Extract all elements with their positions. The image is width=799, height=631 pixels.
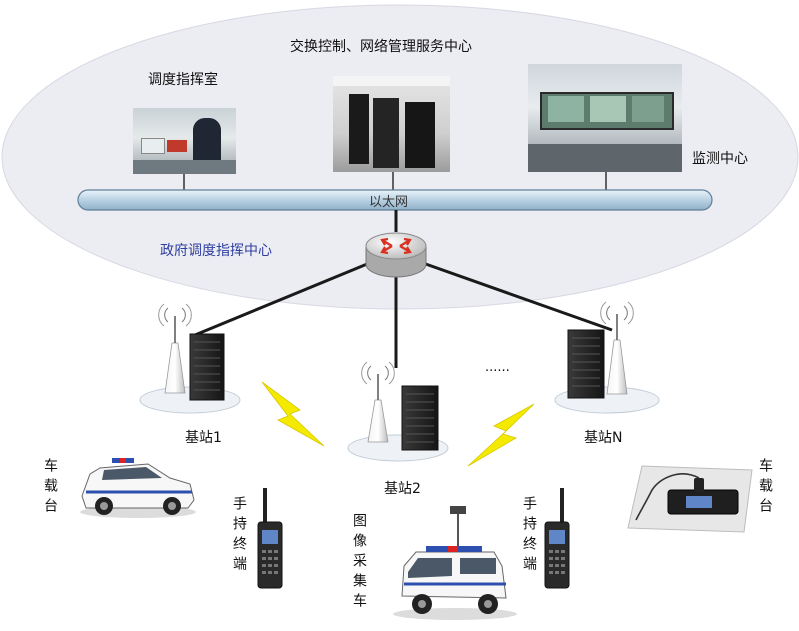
base-station-1 [139,303,241,414]
vehicle-right-label: 车载台 [757,458,773,518]
lightning-icon [467,403,535,467]
handheld-left-label: 手持终端 [231,496,247,576]
police-car-icon [80,458,196,518]
monitor-center-label: 监测中心 [692,151,748,167]
lightning-icon [261,381,325,447]
antenna-icon [600,301,634,395]
switch-center-label: 交换控制、网络管理服务中心 [290,39,472,55]
cabinet-icon [567,329,605,399]
base-station-2 [347,361,449,462]
cabinet-icon [189,333,225,401]
walkie-talkie-icon [544,488,570,589]
cabinet-icon [401,385,439,451]
photo-connectors [183,172,607,192]
server-room-photo [333,76,450,172]
base-station-n [554,301,660,414]
ellipsis-label: ...... [485,360,510,375]
gov-center-label: 政府调度指挥中心 [160,243,272,259]
bs1-label: 基站1 [185,430,222,446]
bs2-label: 基站2 [384,481,421,497]
handheld-right-label: 手持终端 [521,496,537,576]
radio-icon [627,465,753,533]
dispatch-room-label: 调度指挥室 [148,72,218,88]
ethernet-label: 以太网 [369,195,409,210]
van-icon [393,506,517,620]
walkie-talkie-icon [257,488,283,589]
router-links [194,210,613,368]
antenna-icon [158,303,192,394]
vehicle-left-label: 车载台 [42,458,58,518]
image-vehicle-label: 图像采集车 [351,513,367,613]
bsn-label: 基站N [584,430,623,446]
monitor-center-photo [528,64,682,172]
router-icon [365,232,427,278]
antenna-icon [361,361,395,443]
dispatch-room-photo [133,108,236,174]
